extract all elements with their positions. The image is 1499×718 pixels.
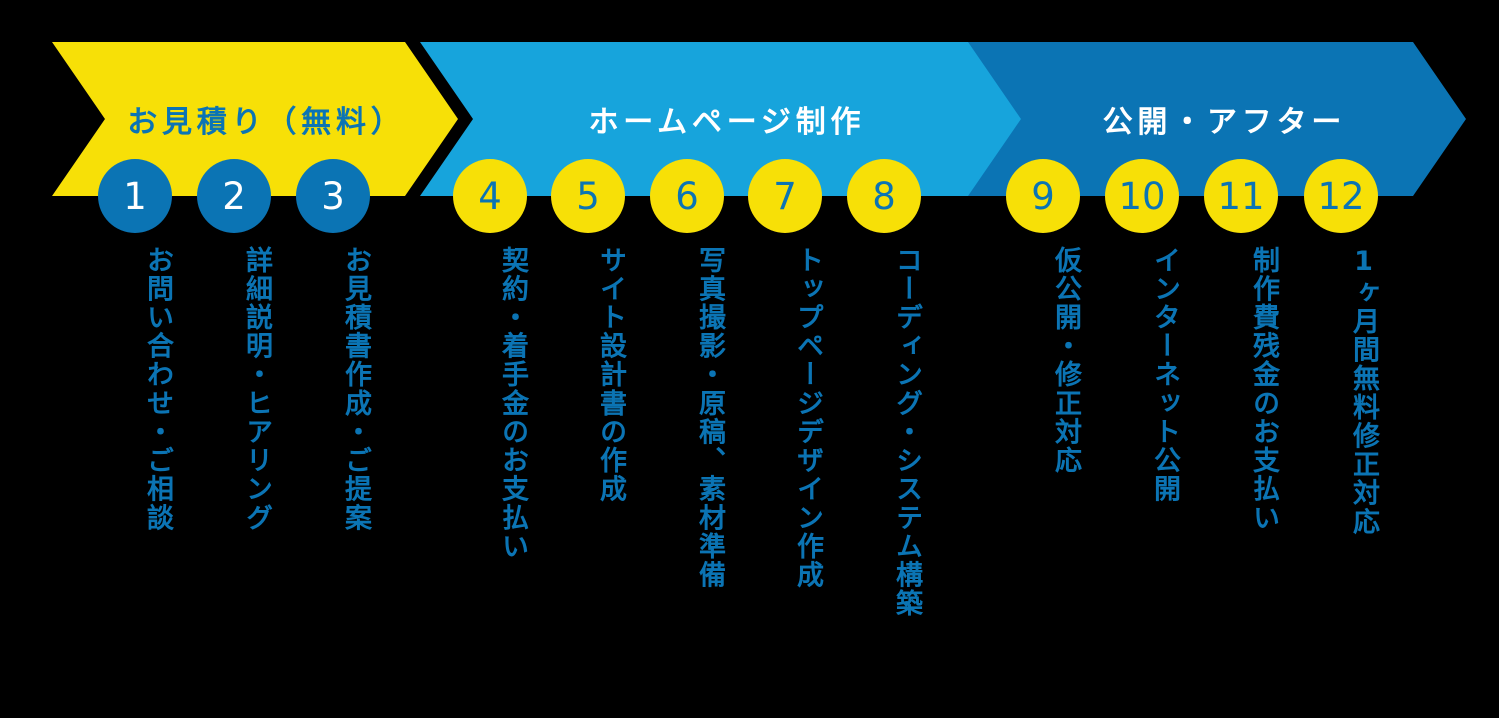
step-badge-8: 8 bbox=[847, 159, 921, 233]
step-label-11: 制作費残金のお支払い bbox=[1204, 246, 1279, 716]
step-label-12: 1ヶ月間無料修正対応 bbox=[1304, 246, 1379, 716]
step-label-3: お見積書作成・ご提案 bbox=[296, 246, 371, 716]
step-item-10: 10 インターネット公開 bbox=[1105, 159, 1180, 716]
step-label-text-8: コーディング・システム構築 bbox=[891, 246, 922, 619]
step-item-2: 2 詳細説明・ヒアリング bbox=[197, 159, 272, 716]
step-label-text-4: 契約・着手金のお支払い bbox=[497, 246, 528, 561]
step-label-text-2: 詳細説明・ヒアリング bbox=[241, 246, 272, 533]
step-label-text-10: インターネット公開 bbox=[1149, 246, 1180, 504]
step-badge-3: 3 bbox=[296, 159, 370, 233]
step-badge-7: 7 bbox=[748, 159, 822, 233]
step-badge-5: 5 bbox=[551, 159, 625, 233]
step-label-10: インターネット公開 bbox=[1105, 246, 1180, 716]
step-item-7: 7 トップページデザイン作成 bbox=[748, 159, 823, 716]
step-badge-1: 1 bbox=[98, 159, 172, 233]
step-item-1: 1 お問い合わせ・ご相談 bbox=[98, 159, 173, 716]
step-item-6: 6 写真撮影・原稿、素材準備 bbox=[650, 159, 725, 716]
step-label-4: 契約・着手金のお支払い bbox=[453, 246, 528, 716]
step-label-2: 詳細説明・ヒアリング bbox=[197, 246, 272, 716]
step-label-5: サイト設計書の作成 bbox=[551, 246, 626, 716]
step-label-8: コーディング・システム構築 bbox=[847, 246, 922, 716]
step-badge-2: 2 bbox=[197, 159, 271, 233]
step-item-12: 12 1ヶ月間無料修正対応 bbox=[1304, 159, 1379, 716]
step-item-8: 8 コーディング・システム構築 bbox=[847, 159, 922, 716]
step-badge-9: 9 bbox=[1006, 159, 1080, 233]
step-item-11: 11 制作費残金のお支払い bbox=[1204, 159, 1279, 716]
step-label-text-9: 仮公開・修正対応 bbox=[1050, 246, 1081, 475]
step-label-text-12: 1ヶ月間無料修正対応 bbox=[1348, 246, 1379, 537]
step-badge-4: 4 bbox=[453, 159, 527, 233]
step-item-4: 4 契約・着手金のお支払い bbox=[453, 159, 528, 716]
step-label-7: トップページデザイン作成 bbox=[748, 246, 823, 716]
step-label-text-7: トップページデザイン作成 bbox=[792, 246, 823, 590]
step-label-text-6: 写真撮影・原稿、素材準備 bbox=[694, 246, 725, 590]
step-badge-12: 12 bbox=[1304, 159, 1378, 233]
step-label-text-5: サイト設計書の作成 bbox=[595, 246, 626, 504]
step-label-1: お問い合わせ・ご相談 bbox=[98, 246, 173, 716]
step-badge-6: 6 bbox=[650, 159, 724, 233]
step-item-9: 9 仮公開・修正対応 bbox=[1006, 159, 1081, 716]
step-label-text-11: 制作費残金のお支払い bbox=[1248, 246, 1279, 533]
step-badge-11: 11 bbox=[1204, 159, 1278, 233]
step-label-text-3: お見積書作成・ご提案 bbox=[340, 246, 371, 533]
step-item-3: 3 お見積書作成・ご提案 bbox=[296, 159, 371, 716]
step-label-6: 写真撮影・原稿、素材準備 bbox=[650, 246, 725, 716]
step-item-5: 5 サイト設計書の作成 bbox=[551, 159, 626, 716]
step-label-text-1: お問い合わせ・ご相談 bbox=[142, 246, 173, 533]
step-label-9: 仮公開・修正対応 bbox=[1006, 246, 1081, 716]
step-badge-10: 10 bbox=[1105, 159, 1179, 233]
